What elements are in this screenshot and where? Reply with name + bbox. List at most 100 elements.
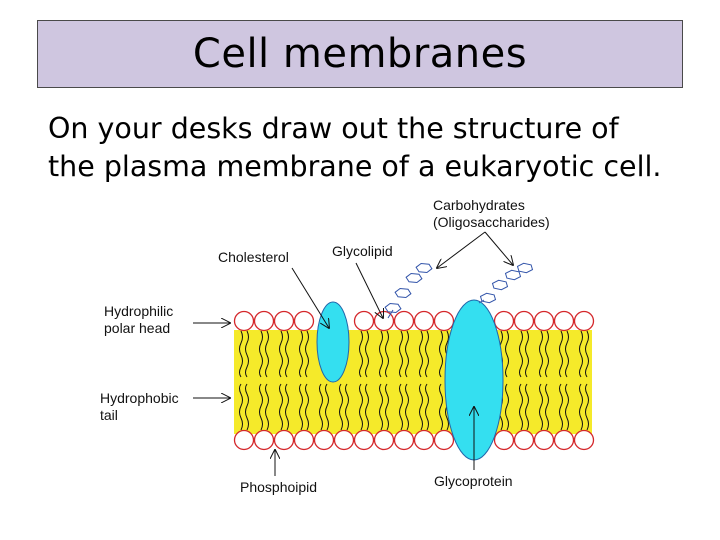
tail-line (305, 383, 309, 431)
phospholipid-head (433, 310, 455, 332)
tail-line (585, 330, 589, 378)
arrow-cholesterol (291, 267, 329, 328)
phospholipid-head (333, 429, 355, 451)
tail-line (339, 383, 343, 431)
tail-line (365, 383, 369, 431)
phospholipid-head (273, 429, 295, 451)
tail-line (419, 383, 423, 431)
tail-line (345, 383, 349, 431)
arrow-carbo-left (437, 231, 486, 268)
tail-line (539, 330, 543, 378)
phospholipid-head (293, 310, 315, 332)
sugar-unit (384, 302, 402, 314)
tail-line (405, 330, 409, 378)
tail-line (579, 383, 583, 431)
tail-line (279, 330, 283, 378)
label-phospholipid: Phosphoipid (240, 479, 317, 495)
phospholipid-head (573, 310, 595, 332)
tail-line (299, 383, 303, 431)
tail-line (565, 383, 569, 431)
tail-line (379, 383, 383, 431)
tail-line (565, 330, 569, 378)
tail-line (385, 330, 389, 378)
tail-line (239, 330, 243, 378)
tail-line (259, 383, 263, 431)
tail-line (285, 330, 289, 378)
tail-line (579, 330, 583, 378)
tail-line (405, 383, 409, 431)
tail-line (425, 330, 429, 378)
tail-line (559, 383, 563, 431)
phospholipid-head (413, 310, 435, 332)
bilayer-core (234, 330, 592, 434)
tail-line (245, 383, 249, 431)
tail-line (505, 383, 509, 431)
phospholipid-head (373, 429, 395, 451)
page-title: Cell membranes (192, 31, 528, 77)
phospholipid-head (493, 310, 515, 332)
phospholipid-head (533, 310, 555, 332)
phospholipid-head (293, 429, 315, 451)
tail-line (365, 330, 369, 378)
sugar-unit (491, 279, 509, 291)
phospholipid-head (573, 429, 595, 451)
phospholipid-heads (233, 310, 595, 451)
tail-line (259, 330, 263, 378)
tail-line (545, 383, 549, 431)
cholesterol-shape (316, 301, 350, 383)
tail-line (359, 383, 363, 431)
label-carbohydrates-2: (Oligosaccharides) (433, 214, 550, 230)
phospholipid-head (433, 429, 455, 451)
tail-line (399, 383, 403, 431)
tail-line (279, 383, 283, 431)
label-carbohydrates-1: Carbohydrates (433, 197, 525, 213)
sugar-link (387, 309, 394, 319)
tail-line (399, 330, 403, 378)
phospholipid-head (513, 429, 535, 451)
sugar-link (478, 299, 485, 304)
carbohydrate-chains (384, 262, 534, 319)
arrow-carbo-right (484, 231, 513, 265)
instruction-line-1: On your desks draw out the structure of (48, 112, 619, 145)
tail-line (505, 330, 509, 378)
phospholipid-head (253, 429, 275, 451)
phospholipid-head (533, 429, 555, 451)
title-banner: Cell membranes (37, 20, 683, 88)
sugar-unit (394, 287, 412, 299)
tail-line (265, 330, 269, 378)
phospholipid-head (233, 429, 255, 451)
tail-line (525, 330, 529, 378)
phospholipid-head (253, 310, 275, 332)
phospholipid-head (493, 429, 515, 451)
tail-line (265, 383, 269, 431)
label-glycolipid: Glycolipid (332, 243, 393, 259)
label-hydrophilic-2: polar head (104, 320, 170, 336)
tail-line (519, 383, 523, 431)
tail-line (519, 330, 523, 378)
phospholipid-head (273, 310, 295, 332)
sugar-unit (405, 272, 423, 284)
phospholipid-head (353, 429, 375, 451)
tail-line (359, 330, 363, 378)
tail-line (439, 330, 443, 378)
tail-line (239, 383, 243, 431)
phospholipid-head (513, 310, 535, 332)
label-hydrophilic-1: Hydrophilic (104, 303, 173, 319)
label-hydrophobic-2: tail (100, 407, 118, 423)
tail-line (305, 330, 309, 378)
tail-line (525, 383, 529, 431)
tail-line (439, 383, 443, 431)
tail-line (285, 383, 289, 431)
instruction-text: On your desks draw out the structure of … (48, 110, 698, 186)
phospholipid-head (553, 429, 575, 451)
tail-line (425, 383, 429, 431)
sugar-unit (504, 269, 522, 281)
phospholipid-head (393, 429, 415, 451)
label-hydrophobic-1: Hydrophobic (100, 390, 179, 406)
tail-line (419, 330, 423, 378)
tail-line (379, 330, 383, 378)
phospholipid-tails (239, 330, 589, 431)
instruction-line-2: the plasma membrane of a eukaryotic cell… (48, 150, 662, 183)
sugar-unit (415, 262, 433, 274)
